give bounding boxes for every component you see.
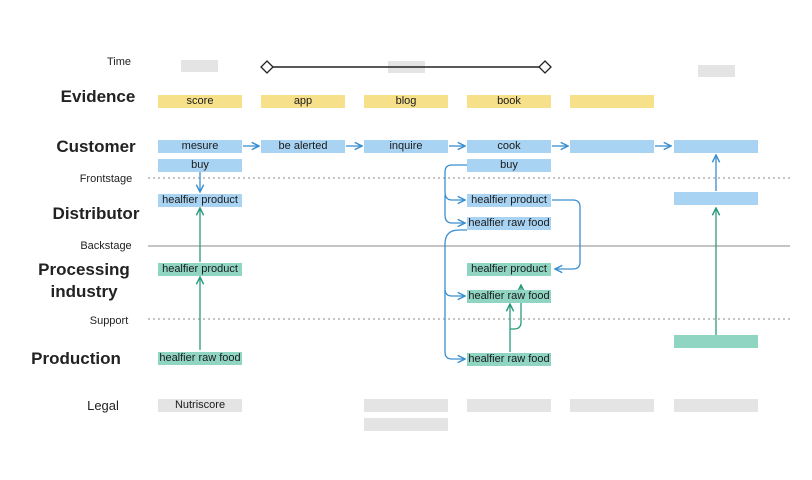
customer-mesure: mesure <box>158 140 242 153</box>
lane-distributor-label: Distributor <box>52 204 140 223</box>
legal-nutriscore: Nutriscore <box>158 399 242 412</box>
time-diamond-end <box>538 60 552 74</box>
processing-product-1: healfier product <box>158 263 242 276</box>
time-diamond-start <box>260 60 274 74</box>
production-step-6 <box>674 335 758 348</box>
arrow-product-processing <box>552 199 581 269</box>
lane-customer-label: Customer <box>56 137 136 156</box>
lane-processing-label-2: industry <box>50 282 118 301</box>
support-label: Support <box>89 315 129 327</box>
lane-production-label: Production <box>31 349 121 368</box>
legal-item-6 <box>364 418 448 431</box>
customer-buy-1: buy <box>158 159 242 172</box>
production-raw-food-1: healfier raw food <box>158 352 242 365</box>
production-raw-food-2: healfier raw food <box>467 353 551 366</box>
customer-be-alerted: be alerted <box>261 140 345 153</box>
evidence-book: book <box>467 95 551 108</box>
arrow-rawfood-processing <box>444 229 467 296</box>
evidence-score: score <box>158 95 242 108</box>
evidence-blog: blog <box>364 95 448 108</box>
legal-item-3 <box>467 399 551 412</box>
backstage-label: Backstage <box>80 240 132 252</box>
evidence-empty <box>570 95 654 108</box>
customer-buy-2: buy <box>467 159 551 172</box>
distributor-step-6 <box>674 192 758 205</box>
arrow-production-product <box>510 285 521 330</box>
arrow-rawfood-production <box>444 290 465 359</box>
lane-legal-label: Legal <box>87 398 119 413</box>
lane-processing-label-1: Processing <box>38 260 130 279</box>
customer-inquire: inquire <box>364 140 448 153</box>
processing-raw-food: healfier raw food <box>467 290 551 303</box>
customer-cook: cook <box>467 140 551 153</box>
legal-item-4 <box>570 399 654 412</box>
processing-product-2: healfier product <box>467 263 551 276</box>
distributor-raw-food: healfier raw food <box>467 217 551 230</box>
customer-step-5 <box>570 140 654 153</box>
legal-item-5 <box>674 399 758 412</box>
time-placeholder-1 <box>181 60 218 72</box>
legal-item-2 <box>364 399 448 412</box>
customer-step-6 <box>674 140 758 153</box>
distributor-product-2: healfier product <box>467 194 551 207</box>
arrow-buy-product <box>444 164 467 200</box>
distributor-product-1: healfier product <box>158 194 242 207</box>
lane-evidence-label: Evidence <box>60 87 136 106</box>
lane-time-label: Time <box>106 56 132 68</box>
arrow-buy-rawfood <box>444 195 465 223</box>
evidence-app: app <box>261 95 345 108</box>
time-placeholder-3 <box>698 65 735 77</box>
frontstage-label: Frontstage <box>79 173 133 185</box>
